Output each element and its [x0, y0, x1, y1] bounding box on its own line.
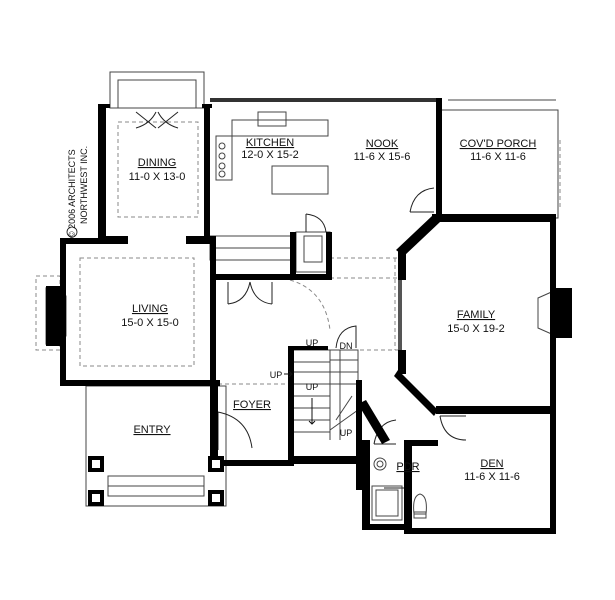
room-dims: 11-6 X 11-6: [464, 471, 520, 483]
stair-arrow-icon: [308, 398, 316, 425]
stair-up-label: UP: [340, 428, 353, 438]
room-den: DEN 11-6 X 11-6: [464, 458, 520, 483]
room-family: FAMILY 15-0 X 19-2: [447, 309, 504, 335]
room-dims: 15-0 X 19-2: [447, 323, 504, 335]
room-pdr: PDR: [396, 461, 419, 473]
stair-up-label: UP: [306, 382, 319, 392]
room-name: LIVING: [132, 303, 168, 315]
room-foyer: FOYER: [233, 399, 271, 411]
room-dims: 11-6 X 15-6: [354, 151, 411, 163]
stair-up-label: UP: [270, 370, 283, 380]
room-name: KITCHEN: [246, 137, 294, 149]
room-name: NOOK: [366, 138, 399, 150]
room-dims: 12-0 X 15-2: [241, 149, 298, 161]
room-name: COV'D PORCH: [460, 138, 537, 150]
copyright-block: © 2006 ARCHITECTS NORTHWEST INC.: [66, 146, 89, 238]
room-dims: 15-0 X 15-0: [121, 317, 178, 329]
room-porch: COV'D PORCH 11-6 X 11-6: [460, 138, 537, 163]
dashed-lines: [35, 118, 561, 385]
copyright-line-1: © 2006 ARCHITECTS: [67, 149, 77, 238]
stair-arrow-icon: [284, 370, 293, 378]
room-name: DEN: [480, 458, 503, 470]
room-name: FOYER: [233, 399, 271, 411]
room-entry: ENTRY: [133, 424, 171, 436]
room-name: ENTRY: [133, 424, 171, 436]
room-nook: NOOK 11-6 X 15-6: [354, 138, 411, 163]
copyright-line-2: NORTHWEST INC.: [79, 146, 89, 224]
room-dims: 11-0 X 13-0: [129, 171, 186, 183]
room-kitchen: KITCHEN 12-0 X 15-2: [241, 137, 298, 161]
copyright-icon: [66, 226, 78, 238]
room-living: LIVING 15-0 X 15-0: [121, 303, 178, 329]
room-name: PDR: [396, 461, 419, 473]
stair-dn-label: DN: [340, 341, 353, 351]
room-dining: DINING 11-0 X 13-0: [129, 157, 186, 183]
stair-up-label: UP: [306, 338, 319, 348]
stair-labels: UP DN UP UP UP: [270, 338, 353, 438]
walls: [46, 98, 572, 534]
room-name: DINING: [138, 157, 177, 169]
room-name: FAMILY: [457, 309, 496, 321]
room-dims: 11-6 X 11-6: [470, 151, 526, 163]
